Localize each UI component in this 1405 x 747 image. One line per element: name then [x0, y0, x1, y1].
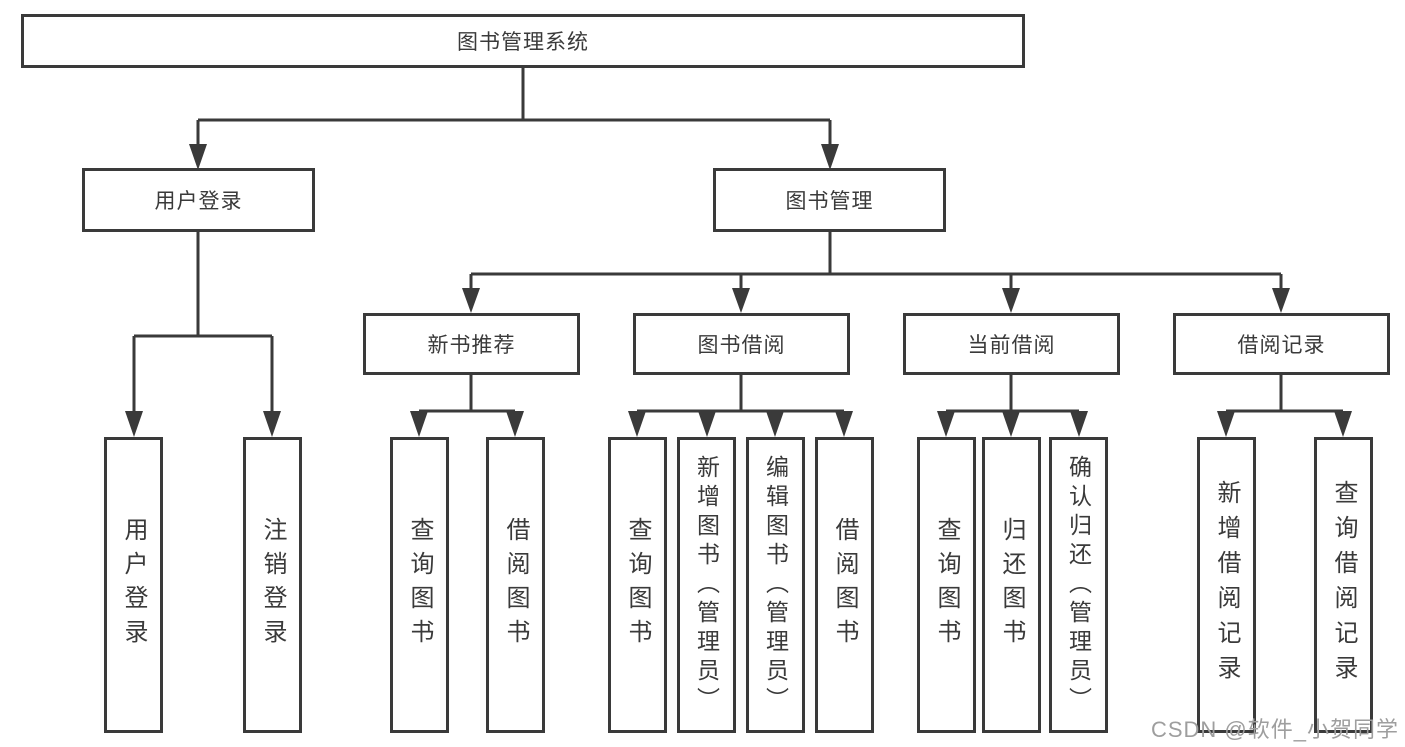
connector-current	[946, 375, 1079, 413]
leaf-current-query: 查询图书	[917, 437, 976, 733]
node-user-login-label: 用户登录	[154, 190, 243, 213]
leaf-record-add-label: 新增借阅记录	[1213, 480, 1240, 690]
leaf-logout: 注销登录	[243, 437, 302, 733]
leaf-record-add: 新增借阅记录	[1197, 437, 1256, 733]
node-new-book-recommend: 新书推荐	[363, 313, 580, 375]
connector-new-book	[419, 375, 515, 413]
leaf-newbook-query-label: 查询图书	[406, 517, 433, 653]
node-borrow-records: 借阅记录	[1173, 313, 1390, 375]
leaf-borrow-add-admin-label: 新增图书（管理员）	[693, 454, 720, 716]
leaf-borrow-add-admin: 新增图书（管理员）	[677, 437, 736, 733]
connector-records	[1226, 375, 1343, 413]
leaf-borrow-edit-admin-label: 编辑图书（管理员）	[762, 454, 789, 716]
node-root-system: 图书管理系统	[21, 14, 1025, 68]
node-root-label: 图书管理系统	[457, 31, 589, 54]
leaf-current-confirm-admin: 确认归还（管理员）	[1049, 437, 1108, 733]
leaf-borrow-query: 查询图书	[608, 437, 667, 733]
leaf-borrow-edit-admin: 编辑图书（管理员）	[746, 437, 805, 733]
leaf-borrow-query-label: 查询图书	[624, 517, 651, 653]
node-book-borrow: 图书借阅	[633, 313, 850, 375]
leaf-user-login: 用户登录	[104, 437, 163, 733]
connector-root	[196, 68, 832, 146]
node-book-borrow-label: 图书借阅	[697, 334, 786, 357]
leaf-current-return-label: 归还图书	[998, 517, 1025, 653]
leaf-record-query-label: 查询借阅记录	[1330, 480, 1357, 690]
node-book-management: 图书管理	[713, 168, 946, 232]
leaf-newbook-borrow-label: 借阅图书	[502, 517, 529, 653]
leaf-borrow-book-label: 借阅图书	[831, 517, 858, 653]
node-current-borrow: 当前借阅	[903, 313, 1120, 375]
leaf-borrow-book: 借阅图书	[815, 437, 874, 733]
leaf-user-login-label: 用户登录	[120, 517, 147, 653]
node-new-book-recommend-label: 新书推荐	[427, 334, 516, 357]
leaf-newbook-query: 查询图书	[390, 437, 449, 733]
leaf-record-query: 查询借阅记录	[1314, 437, 1373, 733]
node-current-borrow-label: 当前借阅	[967, 334, 1056, 357]
leaf-current-return: 归还图书	[982, 437, 1041, 733]
leaf-newbook-borrow: 借阅图书	[486, 437, 545, 733]
arrowheads	[125, 144, 1352, 437]
csdn-watermark: CSDN @软件_小贺同学	[1150, 717, 1399, 742]
connector-user-login	[132, 232, 274, 413]
node-book-management-label: 图书管理	[785, 190, 874, 213]
leaf-logout-label: 注销登录	[259, 517, 286, 653]
connector-borrow	[637, 375, 844, 413]
connector-book-mgmt	[469, 232, 1283, 289]
leaf-current-query-label: 查询图书	[933, 517, 960, 653]
node-borrow-records-label: 借阅记录	[1237, 334, 1326, 357]
leaf-current-confirm-admin-label: 确认归还（管理员）	[1065, 454, 1092, 716]
node-user-login: 用户登录	[82, 168, 315, 232]
